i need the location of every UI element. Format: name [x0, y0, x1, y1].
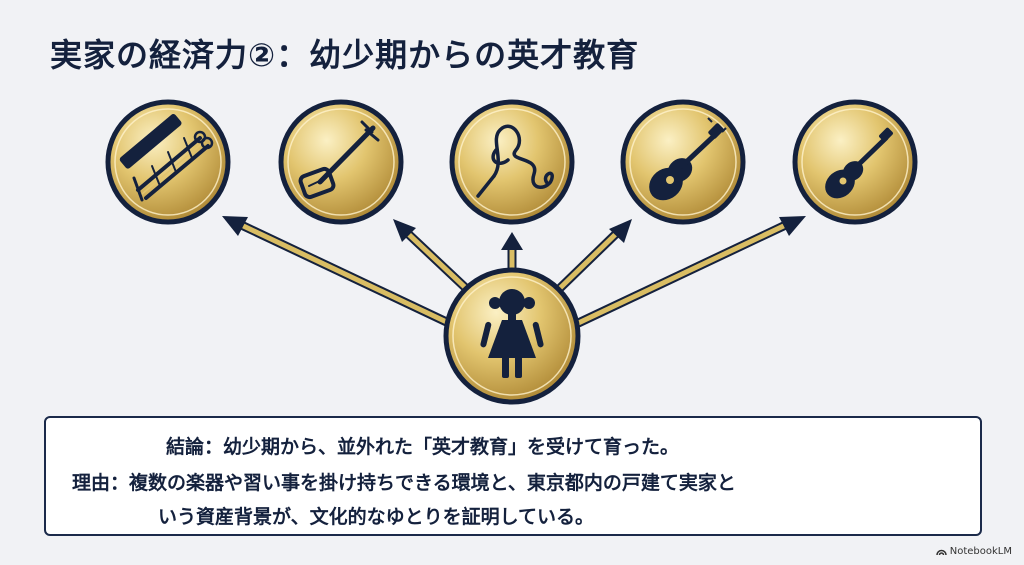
- slide-title: 実家の経済力②：幼少期からの英才教育: [50, 36, 640, 74]
- gymnastics-ribbon-icon: [476, 124, 554, 198]
- arrow-to-ukulele: [570, 216, 806, 331]
- arrow-to-shamisen: [393, 219, 474, 296]
- node-ribbon: [449, 99, 575, 225]
- arrow-to-guitar: [552, 219, 632, 296]
- node-girl: [443, 267, 581, 405]
- node-shamisen: [278, 99, 404, 225]
- notebooklm-logo-icon: [936, 549, 947, 556]
- node-ukulele: [792, 99, 918, 225]
- guitar-icon: [649, 117, 727, 201]
- reason-text-line-1: 理由：複数の楽器や習い事を掛け持ちできる環境と、東京都内の戸建て実家と: [72, 472, 736, 494]
- conclusion-text: 結論：幼少期から、並外れた「英才教育」を受けて育った。: [166, 436, 680, 458]
- koto-icon: [119, 114, 214, 202]
- arrow-to-koto: [222, 216, 457, 331]
- reason-text-line-2: いう資産背景が、文化的なゆとりを証明している。: [158, 506, 595, 528]
- diagram-arrows: [222, 216, 806, 331]
- girl-icon: [480, 289, 544, 378]
- node-koto: [105, 99, 231, 225]
- summary-box: 結論：幼少期から、並外れた「英才教育」を受けて育った。 理由：複数の楽器や習い事…: [44, 416, 982, 536]
- node-guitar: [620, 99, 746, 225]
- ukulele-icon: [825, 127, 893, 199]
- brand-watermark: NotebookLM: [936, 546, 1012, 557]
- brand-label: NotebookLM: [949, 546, 1012, 557]
- arrow-to-ribbon: [501, 232, 523, 270]
- shamisen-icon: [298, 120, 380, 200]
